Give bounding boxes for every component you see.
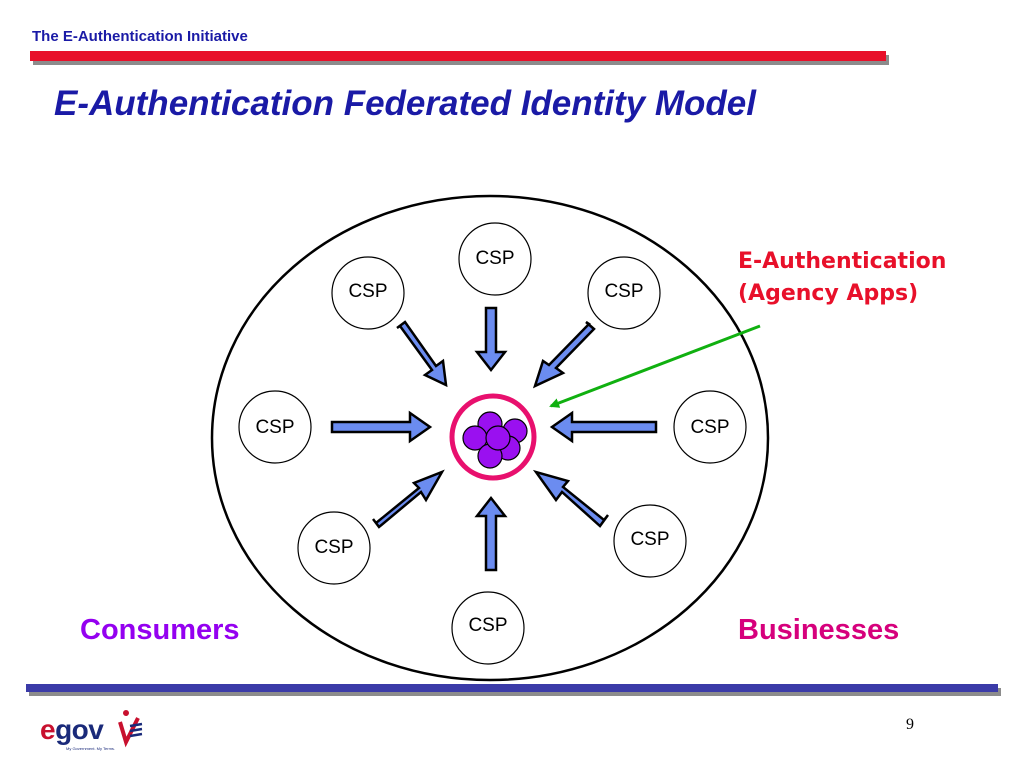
csp-label: CSP (690, 417, 729, 438)
csp-node-top: CSP (458, 222, 532, 296)
arrow-right (549, 410, 658, 444)
arrow-left (330, 410, 433, 444)
arrow-top-right (532, 320, 596, 389)
callout-line-2: (Agency Apps) (738, 281, 919, 306)
initiative-header: The E-Authentication Initiative (32, 28, 248, 45)
consumers-label: Consumers (80, 614, 240, 646)
arrow-bottom (474, 495, 508, 572)
csp-label: CSP (468, 615, 507, 636)
csp-label: CSP (255, 417, 294, 438)
arrow-bottom-right (532, 469, 610, 528)
agency-apps-callout: E-Authentication (Agency Apps) (738, 246, 946, 310)
callout-pointer-arrow (549, 324, 761, 408)
csp-node-right: CSP (673, 390, 747, 464)
egov-tagline: My Government. My Terms. (66, 746, 116, 751)
egov-logo: egov My Government. My Terms. (40, 708, 150, 754)
arrow-bottom-left (372, 469, 445, 529)
slide-title: E-Authentication Federated Identity Mode… (54, 84, 756, 123)
csp-label: CSP (314, 537, 353, 558)
csp-node-bottom-left: CSP (297, 511, 371, 585)
csp-label: CSP (630, 529, 669, 550)
csp-node-bottom-right: CSP (613, 504, 687, 578)
arrow-top (474, 306, 508, 373)
top-divider-bar (30, 51, 886, 61)
callout-line-1: E-Authentication (738, 249, 947, 274)
arrows (330, 306, 658, 572)
agency-apps-cluster-icon (462, 411, 528, 469)
page-number: 9 (906, 716, 914, 733)
csp-label: CSP (475, 248, 514, 269)
csp-node-left: CSP (238, 390, 312, 464)
egov-mark-icon (118, 710, 143, 748)
businesses-label: Businesses (738, 614, 900, 646)
csp-label: CSP (604, 281, 643, 302)
csp-node-top-right: CSP (587, 256, 661, 330)
egov-wordmark: egov (40, 714, 104, 745)
csp-node-bottom: CSP (451, 591, 525, 665)
csp-label: CSP (348, 281, 387, 302)
federation-boundary-ellipse (210, 194, 770, 682)
bottom-divider-bar (26, 684, 998, 692)
csp-node-top-left: CSP (331, 256, 405, 330)
arrow-top-left (396, 320, 448, 388)
